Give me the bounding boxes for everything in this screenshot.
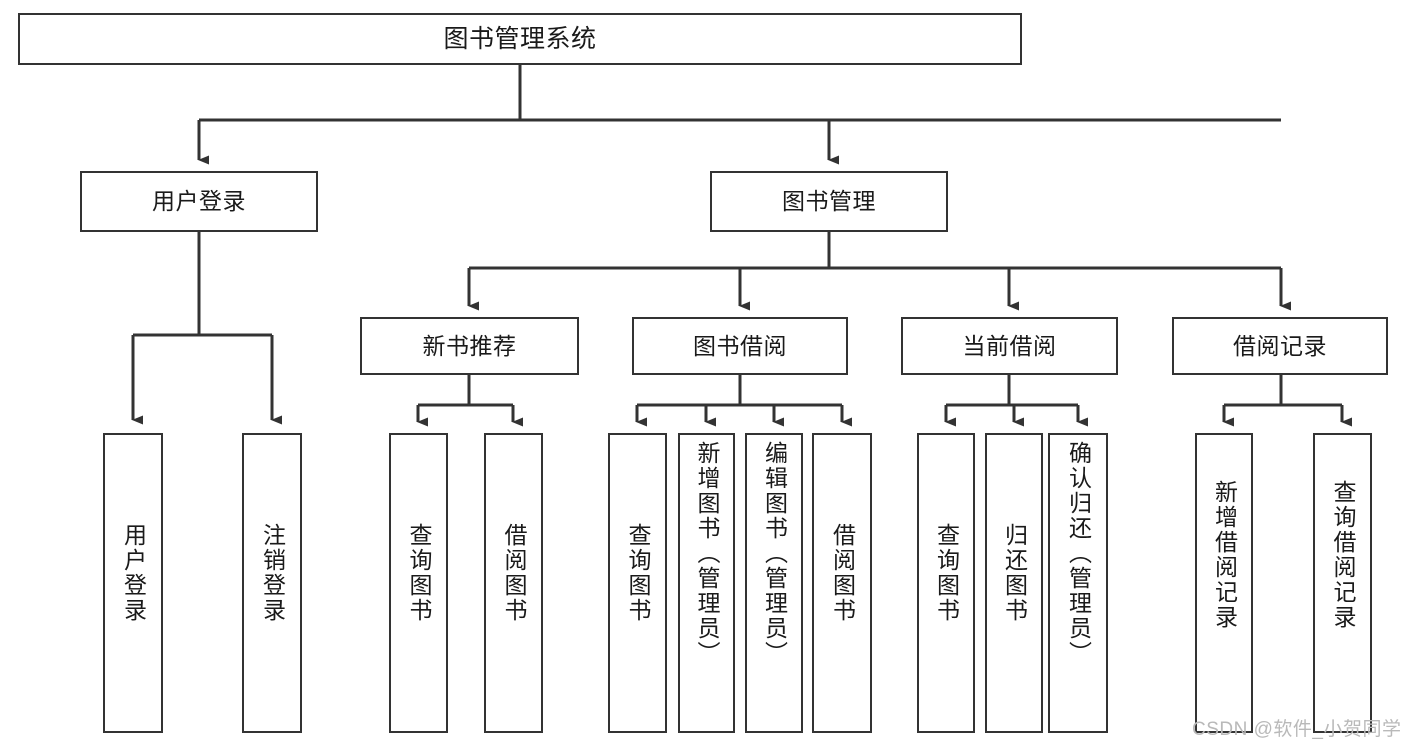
leaf-query-borrow-record[interactable]: 查询借阅记录 [1313, 433, 1372, 733]
leaf-edit-book-admin[interactable]: 编辑图书（管理员） [745, 433, 803, 733]
node-book-borrow[interactable]: 图书借阅 [632, 317, 848, 375]
node-book-management[interactable]: 图书管理 [710, 171, 948, 232]
node-current-borrow[interactable]: 当前借阅 [901, 317, 1118, 375]
leaf-query-book-borrow[interactable]: 查询图书 [608, 433, 667, 733]
node-label: 查询图书 [933, 523, 960, 623]
node-label: 确认归还（管理员） [1065, 441, 1092, 666]
node-root-book-management-system[interactable]: 图书管理系统 [18, 13, 1022, 65]
node-label: 查询图书 [406, 523, 432, 623]
leaf-borrow-book-borrow[interactable]: 借阅图书 [812, 433, 872, 733]
leaf-user-login[interactable]: 用户登录 [103, 433, 163, 733]
node-label: 图书管理系统 [443, 24, 597, 53]
leaf-add-book-admin[interactable]: 新增图书（管理员） [678, 433, 735, 733]
leaf-return-book[interactable]: 归还图书 [985, 433, 1043, 733]
leaf-logout-login[interactable]: 注销登录 [242, 433, 302, 733]
leaf-confirm-return-admin[interactable]: 确认归还（管理员） [1048, 433, 1108, 733]
node-label: 借阅记录 [1233, 332, 1327, 359]
leaf-add-borrow-record[interactable]: 新增借阅记录 [1195, 433, 1253, 733]
node-label: 查询借阅记录 [1330, 480, 1356, 630]
node-new-book-recommend[interactable]: 新书推荐 [360, 317, 579, 375]
leaf-query-book-current[interactable]: 查询图书 [917, 433, 975, 733]
leaf-borrow-book-recommend[interactable]: 借阅图书 [484, 433, 543, 733]
node-label: 归还图书 [1001, 523, 1028, 623]
node-label: 新书推荐 [422, 332, 517, 359]
node-label: 借阅图书 [829, 523, 856, 623]
leaf-query-book-recommend[interactable]: 查询图书 [389, 433, 448, 733]
node-label: 借阅图书 [501, 523, 527, 623]
node-label: 查询图书 [625, 523, 651, 623]
node-label: 图书借阅 [693, 332, 787, 359]
node-label: 当前借阅 [962, 332, 1057, 359]
node-label: 图书管理 [782, 188, 876, 215]
node-label: 注销登录 [259, 523, 286, 623]
node-label: 新增图书（管理员） [694, 441, 720, 666]
node-label: 编辑图书（管理员） [761, 441, 788, 666]
node-label: 用户登录 [152, 188, 246, 215]
node-label: 用户登录 [120, 523, 147, 623]
node-borrow-record[interactable]: 借阅记录 [1172, 317, 1388, 375]
node-user-login[interactable]: 用户登录 [80, 171, 318, 232]
node-label: 新增借阅记录 [1211, 480, 1238, 630]
